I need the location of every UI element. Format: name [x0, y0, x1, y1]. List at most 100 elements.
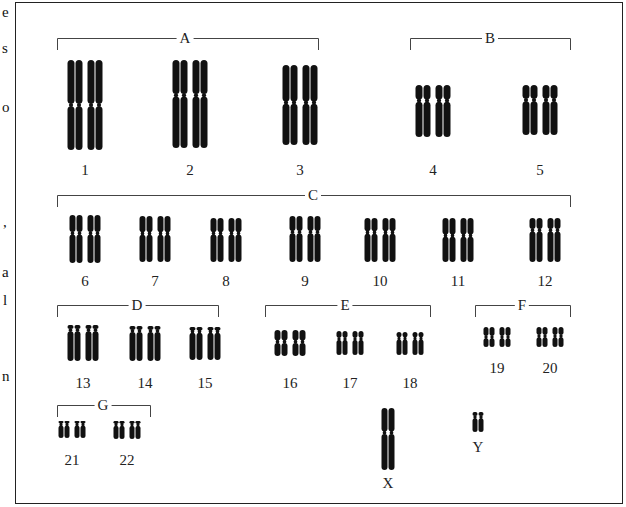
- chromatid-arm: [303, 65, 310, 101]
- chromatid-arm: [474, 415, 477, 419]
- chromatid-arm: [543, 85, 550, 99]
- chromatid-arm: [155, 332, 161, 361]
- group-letter: C: [305, 187, 321, 204]
- chromatid-arm: [391, 231, 395, 235]
- chromatid-arm: [68, 60, 75, 104]
- chromatid-arm: [89, 231, 93, 235]
- chromatid-arm: [553, 327, 558, 335]
- chromatid-arm: [437, 99, 441, 103]
- chromatid-arm: [95, 234, 101, 263]
- group-letter: G: [95, 397, 112, 414]
- chromatid-arm: [291, 104, 298, 145]
- chromatid-arm: [70, 215, 76, 232]
- chromatid-arm: [293, 343, 299, 356]
- chromatid-arm: [193, 96, 200, 148]
- chromatid-arm: [544, 98, 548, 102]
- chromatid-arm: [77, 215, 83, 232]
- chromosome-number: 1: [81, 162, 89, 179]
- chromosome-number: 14: [138, 375, 153, 392]
- chromatid-arm: [76, 328, 80, 332]
- chromatid-arm: [136, 426, 141, 439]
- chromatid-arm: [236, 218, 242, 232]
- chromosome-number: 3: [296, 162, 304, 179]
- chromatid-arm: [291, 65, 298, 101]
- chromatid-arm: [297, 216, 303, 231]
- chromatid-arm: [531, 228, 535, 232]
- text-fragment: e: [2, 4, 9, 21]
- text-fragment: o: [2, 99, 10, 116]
- chromosome-number: 15: [198, 375, 213, 392]
- frame-border: [16, 3, 623, 504]
- chromatid-arm: [308, 233, 314, 262]
- chromatid-arm: [82, 422, 85, 426]
- chromatid-arm: [537, 218, 543, 229]
- chromatid-arm: [181, 96, 188, 148]
- text-fragment: s: [2, 40, 8, 57]
- chromatid-arm: [137, 423, 140, 427]
- chromatid-arm: [89, 103, 93, 107]
- chromosome-number: 2: [186, 162, 194, 179]
- chromatid-arm: [436, 102, 443, 137]
- chromatid-arm: [491, 335, 494, 339]
- chromatid-arm: [554, 334, 557, 338]
- group-letter: E: [337, 297, 352, 314]
- chromatid-arm: [308, 216, 314, 231]
- chromatid-arm: [174, 93, 178, 97]
- chromatid-arm: [216, 330, 220, 334]
- chromatid-arm: [365, 218, 371, 231]
- chromatid-arm: [59, 426, 64, 438]
- chromatid-arm: [480, 415, 483, 419]
- chromatid-arm: [425, 99, 429, 103]
- chromatid-arm: [173, 96, 180, 148]
- chromatid-arm: [353, 340, 358, 355]
- chromatid-arm: [71, 231, 75, 235]
- chromatid-arm: [158, 235, 164, 262]
- chromatid-arm: [337, 331, 342, 338]
- chromatid-arm: [181, 60, 188, 94]
- chromatid-arm: [141, 232, 145, 236]
- chromatid-arm: [283, 104, 290, 145]
- chromatid-arm: [555, 218, 561, 229]
- group-letter: B: [482, 30, 498, 47]
- chromatid-arm: [544, 334, 547, 338]
- chromosome-number: 22: [120, 452, 135, 469]
- chromatid-arm: [212, 231, 216, 235]
- chromatid-arm: [450, 218, 456, 234]
- chromatid-arm: [417, 99, 421, 103]
- chromatid-arm: [484, 338, 489, 347]
- chromatid-arm: [506, 327, 511, 336]
- chromatid-arm: [403, 340, 408, 355]
- chromatid-arm: [366, 231, 370, 235]
- chromatid-arm: [201, 60, 208, 94]
- chromosome-number: 17: [343, 375, 358, 392]
- chromatid-arm: [556, 228, 560, 232]
- chromatid-arm: [198, 330, 202, 334]
- chromatid-arm: [158, 216, 164, 232]
- chromatid-arm: [81, 426, 86, 438]
- chromatid-arm: [523, 85, 530, 99]
- chromatid-arm: [416, 85, 423, 99]
- chromatid-arm: [382, 408, 388, 432]
- chromatid-arm: [500, 338, 505, 347]
- chromatid-arm: [292, 101, 296, 105]
- chromatid-arm: [436, 85, 443, 99]
- chromatid-arm: [140, 235, 146, 262]
- chromatid-arm: [65, 426, 70, 438]
- chromatid-arm: [553, 337, 558, 347]
- chromatid-arm: [96, 106, 103, 150]
- chromatid-arm: [443, 218, 449, 234]
- chromatid-arm: [202, 93, 206, 97]
- chromatid-arm: [211, 235, 217, 262]
- chromatid-arm: [444, 102, 451, 137]
- chromatid-arm: [531, 101, 538, 135]
- chromatid-arm: [165, 216, 171, 232]
- chromatid-arm: [404, 336, 407, 340]
- chromosome-number: 16: [283, 375, 298, 392]
- chromatid-arm: [462, 234, 466, 238]
- chromatid-arm: [373, 231, 377, 235]
- chromatid-arm: [121, 423, 124, 427]
- chromatid-arm: [359, 340, 364, 355]
- chromatid-arm: [543, 101, 550, 135]
- chromatid-arm: [501, 335, 504, 339]
